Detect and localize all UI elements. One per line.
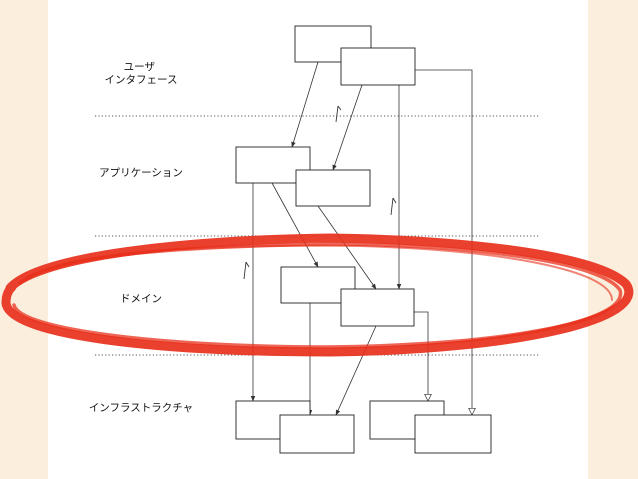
connector-domain-to-infra-mid xyxy=(335,325,377,416)
connector-ui-to-app-left xyxy=(291,61,319,148)
connector-domain-to-infra-right xyxy=(414,311,428,401)
connector-ui-to-app-right xyxy=(332,84,363,171)
connector-ui-to-infra xyxy=(415,69,472,415)
domain-box-front xyxy=(340,288,415,327)
layer-label-user-interface: ユーザ インタフェース xyxy=(105,61,178,86)
app-box-front xyxy=(295,169,371,207)
connector-app-to-domain-left xyxy=(271,182,319,268)
infra-box-4 xyxy=(414,414,492,454)
tick-mark-domain xyxy=(243,261,250,280)
tick-mark-ui xyxy=(335,105,342,123)
layer-label-domain: ドメイン xyxy=(120,293,162,305)
layer-label-application: アプリケーション xyxy=(99,167,183,179)
ui-box-front xyxy=(340,47,416,86)
connector-app-to-domain-right xyxy=(317,205,377,290)
domain-highlight-ellipse xyxy=(1,233,634,357)
infra-box-2 xyxy=(279,414,355,454)
layer-label-infrastructure: インフラストラクチャ xyxy=(89,402,193,414)
tick-mark-application xyxy=(390,197,397,216)
